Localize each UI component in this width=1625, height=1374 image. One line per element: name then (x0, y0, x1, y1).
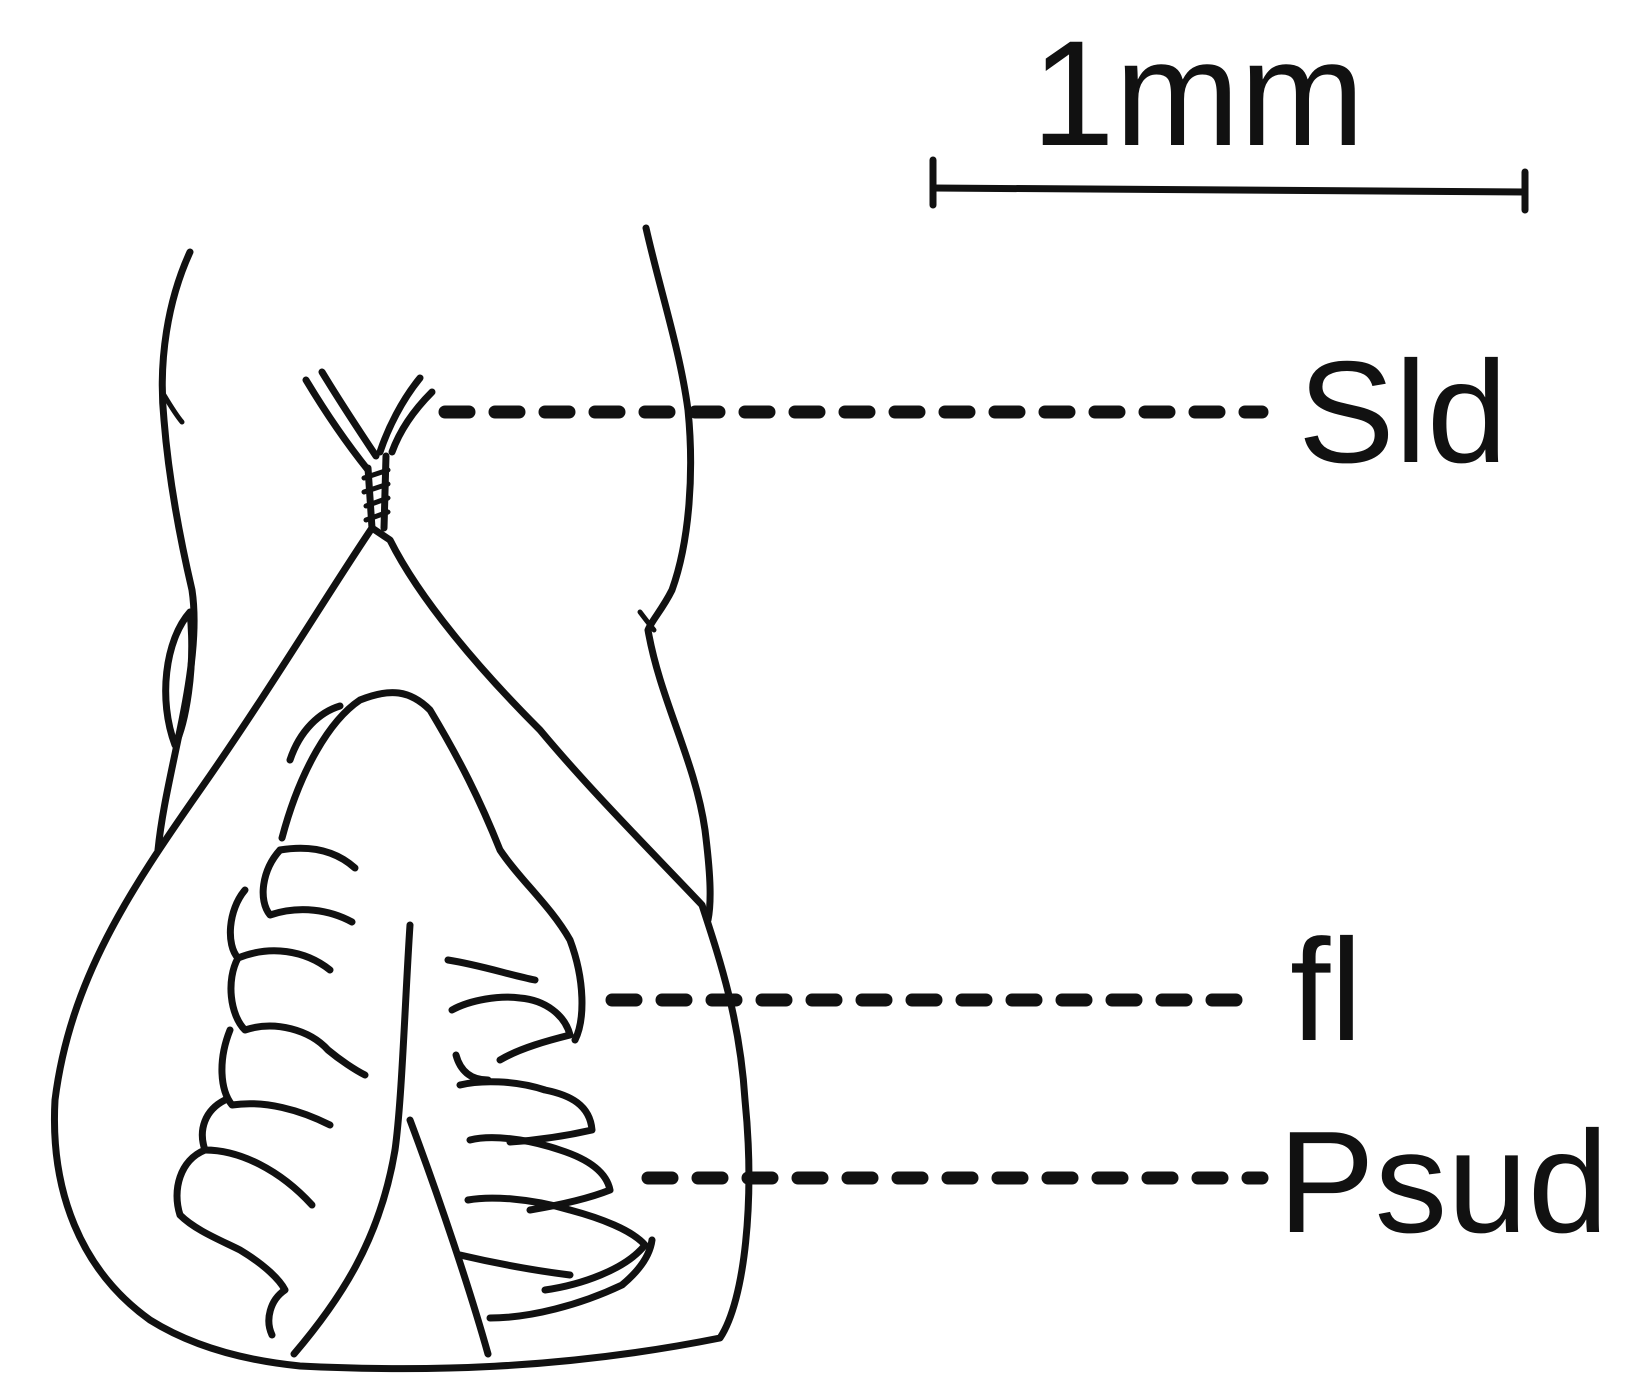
inner-lobe-dome (282, 693, 582, 1040)
fold (490, 1240, 652, 1318)
inner-lobe (177, 693, 652, 1354)
fold (280, 848, 355, 868)
scale-bar: 1mm (933, 9, 1525, 210)
fold (460, 1255, 570, 1275)
fold (448, 960, 535, 980)
labels: Sld fl Psud (1278, 331, 1609, 1263)
scale-bar-label: 1mm (1031, 9, 1364, 177)
body-outline (158, 228, 710, 920)
duct-right-arm-inner (392, 392, 432, 452)
label-psud: Psud (1278, 1101, 1609, 1263)
fold (456, 1055, 488, 1080)
body-left-edge (158, 252, 194, 850)
fold (452, 997, 570, 1060)
inner-lobe-outline (294, 925, 488, 1354)
body-left-lobe (166, 612, 192, 745)
folds-left (177, 848, 365, 1335)
label-fl: fl (1290, 909, 1363, 1071)
fold (460, 1082, 592, 1142)
leader-lines (445, 412, 1262, 1178)
fold (222, 1030, 330, 1125)
fold (177, 1150, 285, 1335)
fold (202, 1100, 312, 1205)
folds-right (448, 960, 652, 1318)
fold (263, 850, 352, 922)
seminal-duct (306, 372, 432, 528)
body-right-edge (646, 228, 710, 920)
label-sld: Sld (1298, 331, 1508, 493)
fold (231, 958, 365, 1075)
scale-bar-line (933, 188, 1525, 192)
fold (230, 890, 330, 970)
duct-stem-right (384, 456, 386, 528)
